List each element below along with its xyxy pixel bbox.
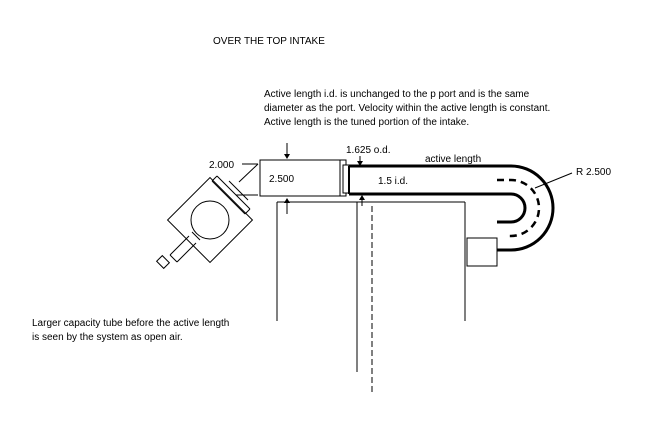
port-runner <box>466 237 498 267</box>
throttle-body <box>166 176 254 264</box>
radius-label: R 2.500 <box>576 167 611 178</box>
radius-dimension: R 2.500 <box>534 167 611 189</box>
large-tube: 2.500 <box>259 159 350 197</box>
throttle-shaft <box>155 231 201 270</box>
throttle-flange <box>211 175 258 215</box>
description-line-2: diameter as the port. Velocity within th… <box>264 103 550 114</box>
note-line-2: is seen by the system as open air. <box>32 332 183 343</box>
description-line-1: Active length i.d. is unchanged to the p… <box>264 89 530 100</box>
large-tube-label: 2.500 <box>269 174 294 185</box>
id-label: 1.5 i.d. <box>378 176 408 187</box>
active-length-label: active length <box>425 154 481 165</box>
description-line-3: Active length is the tuned portion of th… <box>264 117 469 128</box>
diagram-title: OVER THE TOP INTAKE <box>213 36 325 47</box>
throttle-dia-label: 2.000 <box>209 160 234 171</box>
active-length-tube: 1.5 i.d. active length <box>348 154 555 252</box>
throttle-dimension: 2.000 <box>209 160 259 201</box>
note-line-1: Larger capacity tube before the active l… <box>32 318 229 329</box>
od-label: 1.625 o.d. <box>346 145 390 156</box>
od-dimension: 1.625 o.d. <box>346 145 390 206</box>
plenum-outline <box>276 201 466 392</box>
